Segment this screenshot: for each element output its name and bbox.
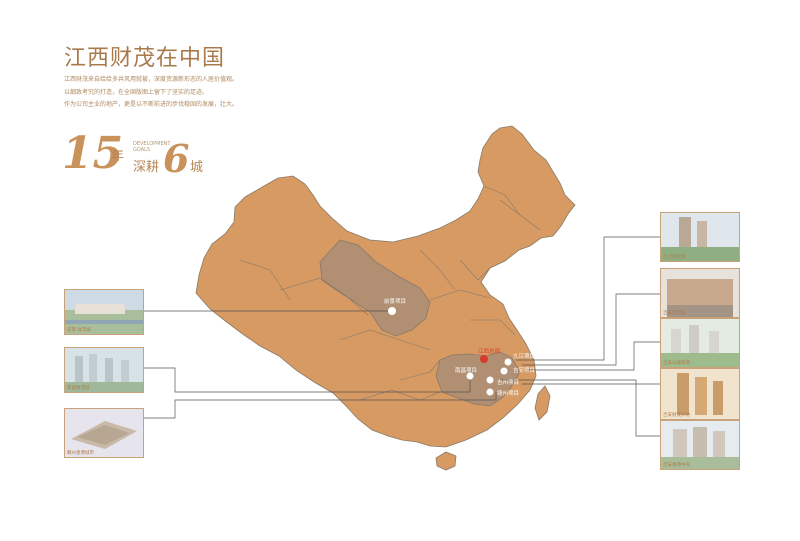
taiwan-island [534,385,551,421]
thumb-caption: 前景·财茂城 [67,328,91,333]
project-render-image [65,348,143,392]
years-unit: 年 [111,149,125,164]
project-render-image [65,290,143,334]
project-render-image [661,369,739,419]
cities-unit: 城 [190,160,204,175]
thumb-caption: 南昌财茂城 [67,386,90,391]
page-title: 江西财茂在中国 [64,46,226,71]
thumb-right-4[interactable]: 吉安财茂天地 [660,368,740,420]
map-label-hq: 江西总部 [478,349,501,355]
thumb-left-2[interactable]: 南昌财茂城 [64,347,144,393]
project-render-image [661,421,739,469]
pin-icon-nanchang[interactable] [466,372,474,380]
thumb-left-1[interactable]: 前景·财茂城 [64,289,144,335]
thumb-caption: 赣州香港城市 [67,451,94,456]
thumb-caption: 吉安财茂城 [663,311,686,316]
thumb-left-3[interactable]: 赣州香港城市 [64,408,144,458]
goals-line-2: GOALS [133,147,151,153]
pin-icon-northwest[interactable] [388,307,396,315]
thumb-right-3[interactable]: 吉安山城项目 [660,318,740,368]
thumb-right-1[interactable]: 九江财茂城 [660,212,740,262]
project-render-image [661,213,739,261]
map-label-jizhou: 吉州项目 [497,380,520,386]
thumb-caption: 吉安山城项目 [663,361,690,366]
thumb-caption: 吉安香港中央 [663,463,690,468]
hainan-island [435,451,457,471]
goals-line-1: DEVELOPMENT [133,141,171,147]
project-render-image [661,269,739,317]
intro-line-1: 江西财茂来自给给多井风用就被，深度资源新形态的人居价值观。 [64,76,239,83]
cities-number: 6 [163,136,190,181]
pin-icon-jian[interactable] [500,367,508,375]
map-label-nanchang: 南昌项目 [455,368,478,374]
map-label-ganzhou: 赣州项目 [497,391,520,397]
thumb-right-5[interactable]: 吉安香港中央 [660,420,740,470]
map-label-northwest: 前景项目 [384,299,407,305]
years-number: 15 [62,128,124,179]
intro-line-3: 作为公司主业的地产，更是以不断前进的步伐稳固的发展，壮大。 [64,101,239,108]
pin-icon-hq[interactable] [480,355,488,363]
connector-lines [142,236,660,437]
project-render-image [661,319,739,367]
pin-icon-ganzhou[interactable] [486,388,494,396]
thumb-right-2[interactable]: 吉安财茂城 [660,268,740,318]
intro-line-2: 以细致考究的打造，在全国版图上留下了坚实的足迹。 [64,89,209,96]
deep-text: 深耕 [133,160,160,175]
province-borders [239,185,541,401]
pin-icon-jiujiang[interactable] [504,358,512,366]
project-render-image [65,409,143,457]
map-label-jian: 吉安项目 [513,368,536,374]
development-goals-label: DEVELOPMENT GOALS [133,141,170,153]
highlight-region-northwest [319,239,431,337]
highlight-region-south [435,351,521,407]
map-pins [388,307,512,396]
thumb-caption: 九江财茂城 [663,255,686,260]
thumb-caption: 吉安财茂天地 [663,413,690,418]
pin-icon-jizhou[interactable] [486,376,494,384]
map-label-jiujiang: 九江项目 [513,354,536,360]
